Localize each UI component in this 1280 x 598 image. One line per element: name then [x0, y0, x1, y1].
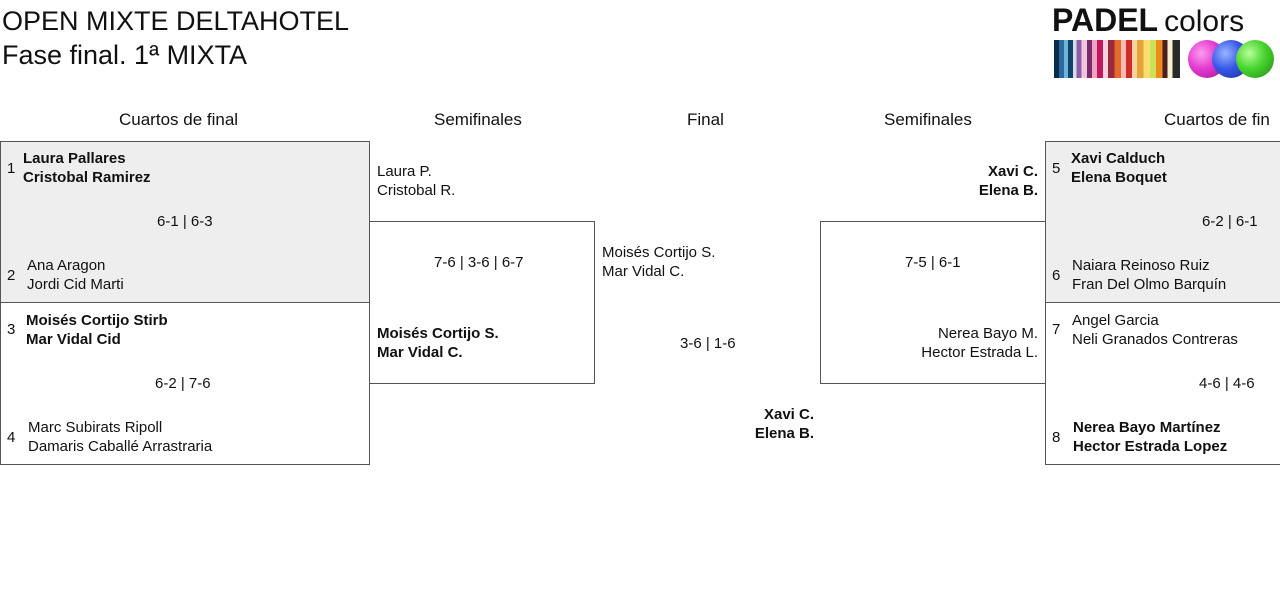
player-name: Elena B.	[978, 182, 1038, 199]
match-score: 7-5 | 6-1	[905, 254, 961, 271]
seed-number: 6	[1052, 267, 1061, 284]
match-qf-right-2	[1045, 302, 1280, 465]
player-name: Naiara Reinoso Ruiz	[1072, 257, 1210, 274]
player-name: Nerea Bayo M.	[937, 325, 1038, 342]
match-qf-left-1	[0, 141, 370, 303]
player-name: Cristobal Ramirez	[23, 169, 151, 186]
player-name: Moisés Cortijo Stirb	[26, 312, 168, 329]
match-sf-left	[369, 221, 595, 384]
player-name: Cristobal R.	[377, 182, 456, 199]
player-name: Jordi Cid Marti	[27, 276, 124, 293]
seed-number: 4	[7, 429, 16, 446]
header-semifinals-right: Semifinales	[884, 110, 972, 129]
player-name: Mar Vidal Cid	[26, 331, 121, 348]
player-name: Damaris Caballé Arrastraria	[28, 438, 213, 455]
seed-number: 5	[1052, 160, 1061, 177]
player-name: Fran Del Olmo Barquín	[1072, 276, 1227, 293]
match-score: 3-6 | 1-6	[680, 335, 736, 352]
logo-word-colors: colors	[1164, 5, 1245, 38]
header-final: Final	[687, 110, 724, 129]
header-quarterfinals-right: Cuartos de fin	[1164, 110, 1270, 129]
seed-number: 3	[7, 321, 16, 338]
seed-number: 8	[1052, 429, 1061, 446]
player-name: Xavi Calduch	[1071, 150, 1166, 167]
tournament-title: OPEN MIXTE DELTAHOTEL	[2, 6, 350, 36]
player-name: Nerea Bayo Martínez	[1073, 419, 1221, 436]
player-name: Hector Estrada Lopez	[1073, 438, 1228, 455]
match-score: 6-2 | 6-1	[1202, 213, 1258, 230]
player-name: Moisés Cortijo S.	[602, 244, 716, 261]
player-name: Marc Subirats Ripoll	[28, 419, 163, 436]
green-ball-icon	[1236, 40, 1274, 78]
player-name: Hector Estrada L.	[921, 344, 1038, 361]
player-name: Elena B.	[754, 425, 814, 442]
logo-color-stripes	[1054, 40, 1180, 78]
header-semifinals-left: Semifinales	[434, 110, 522, 129]
match-score: 6-1 | 6-3	[157, 213, 213, 230]
player-name: Neli Granados Contreras	[1072, 331, 1238, 348]
player-name: Moisés Cortijo S.	[377, 325, 499, 342]
player-name: Ana Aragon	[27, 257, 106, 274]
header-quarterfinals-left: Cuartos de final	[119, 110, 239, 129]
player-name: Laura P.	[377, 163, 432, 180]
player-name: Mar Vidal C.	[377, 344, 463, 361]
match-score: 6-2 | 7-6	[155, 375, 211, 392]
match-qf-right-1	[1045, 141, 1280, 303]
seed-number: 2	[7, 267, 16, 284]
player-name: Mar Vidal C.	[602, 263, 685, 280]
player-name: Angel Garcia	[1072, 312, 1159, 329]
player-name: Xavi C.	[763, 406, 814, 423]
seed-number: 7	[1052, 321, 1061, 338]
player-name: Xavi C.	[987, 163, 1038, 180]
phase-subtitle: Fase final. 1ª MIXTA	[2, 40, 248, 70]
match-score: 7-6 | 3-6 | 6-7	[434, 254, 524, 271]
seed-number: 1	[7, 160, 16, 177]
player-name: Laura Pallares	[23, 150, 126, 167]
player-name: Elena Boquet	[1071, 169, 1167, 186]
match-score: 4-6 | 4-6	[1199, 375, 1255, 392]
logo-word-padel: PADEL	[1052, 2, 1159, 38]
